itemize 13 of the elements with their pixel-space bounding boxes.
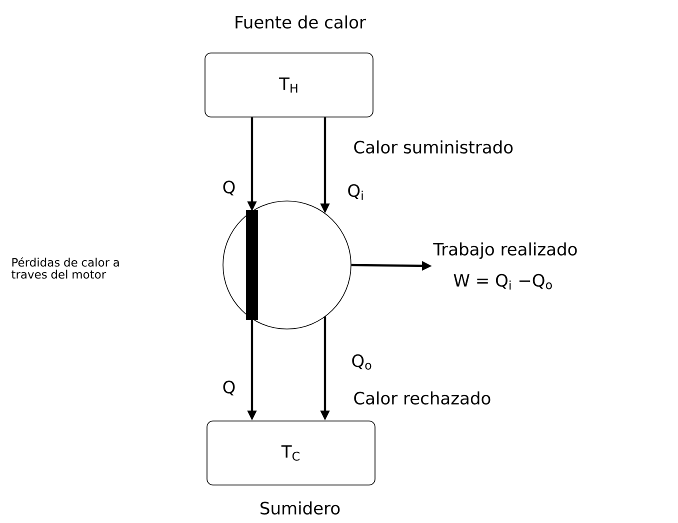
edge-label: Q xyxy=(221,380,237,396)
temperature-box: T$_{C}$ xyxy=(206,420,376,486)
node-caption: Sumidero xyxy=(260,501,340,515)
text-label: Calor suministrado xyxy=(354,140,513,154)
engine-circle xyxy=(222,200,352,330)
edge-label: Q$_{o}$ xyxy=(350,353,374,371)
text-label: Calor rechazado xyxy=(354,391,490,405)
result-text: Trabajo realizado W = Q$_{i}$ −Q$_{o}$ xyxy=(433,242,577,290)
edge-label: Q$_{i}$ xyxy=(346,183,366,201)
text-label: Pérdidas de calor a traves del motor xyxy=(12,257,119,279)
node-caption: Fuente de calor xyxy=(236,15,366,29)
edge-label: Q xyxy=(221,180,237,196)
temperature-box: T$_{H}$ xyxy=(204,52,374,118)
